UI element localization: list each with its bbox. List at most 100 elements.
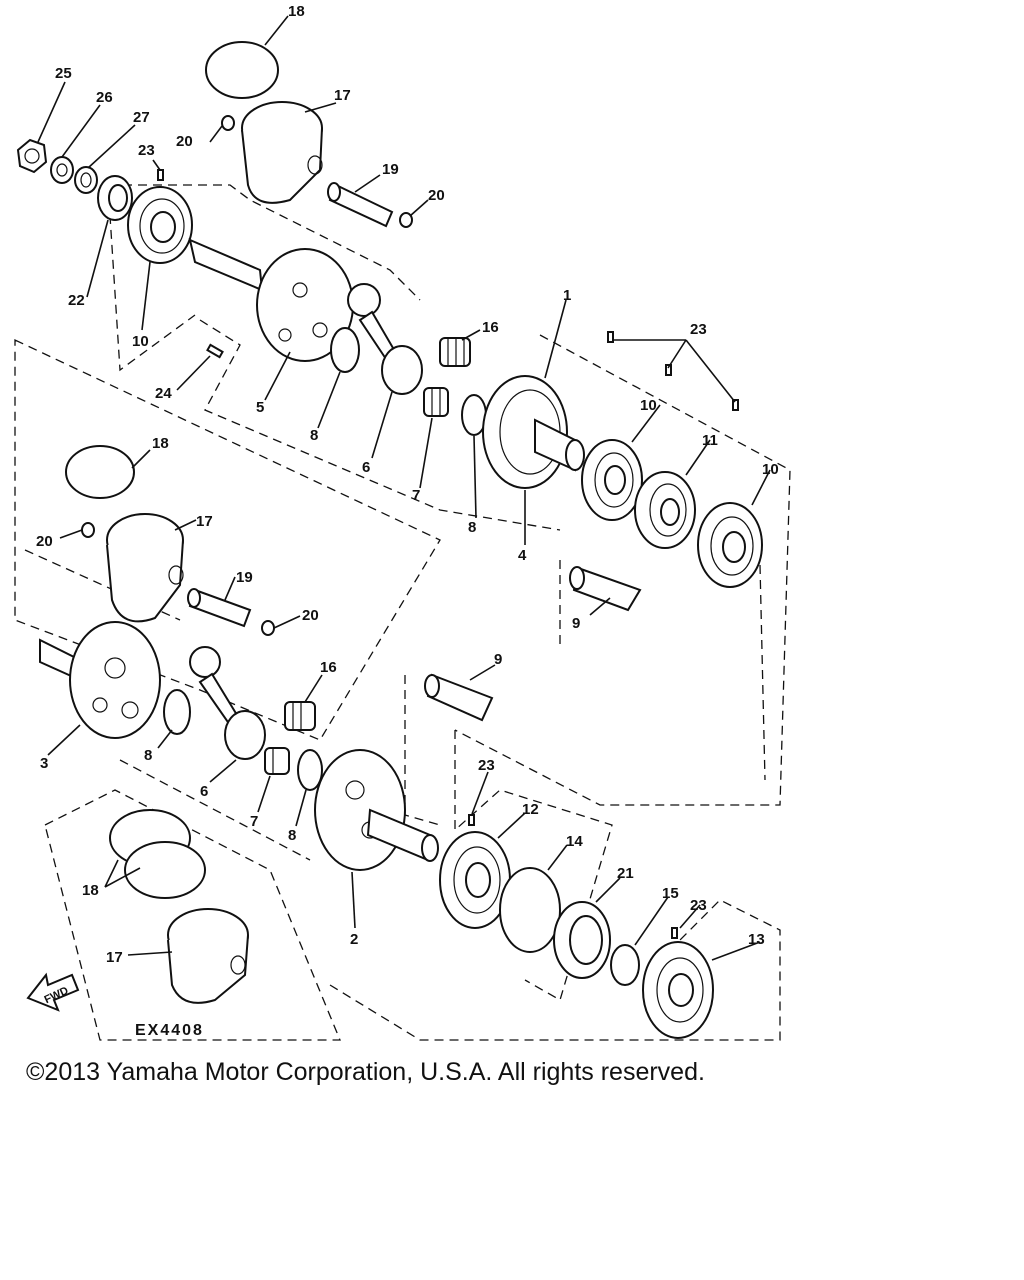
fwd-arrow-icon: FWD (26, 972, 80, 1012)
crank-web-5-icon (188, 238, 354, 362)
piston-ring-18-kit-b-icon (124, 841, 206, 899)
clip-20-c-icon (81, 522, 95, 538)
dowel-23-c-icon (732, 399, 739, 411)
exploded-parts-diagram: FWD (14, 3, 791, 1041)
callout-1: 1 (563, 287, 571, 304)
callout-8: 8 (288, 827, 296, 844)
bearing-10-right-icon (697, 502, 763, 588)
needle-bearing-16-top-icon (439, 337, 471, 367)
callout-6: 6 (200, 783, 208, 800)
callout-labels: 18 25 26 27 23 20 17 19 20 22 10 24 5 8 … (36, 3, 779, 1039)
callout-14: 14 (566, 833, 583, 850)
callout-25: 25 (55, 65, 72, 82)
callout-18: 18 (152, 435, 169, 452)
callout-2: 2 (350, 931, 358, 948)
callout-23: 23 (478, 757, 495, 774)
callout-15: 15 (662, 885, 679, 902)
washer-26-icon (50, 156, 74, 184)
circlip-15-icon (610, 944, 640, 986)
crank-pin-9-b-icon (424, 673, 494, 722)
callout-9: 9 (494, 651, 502, 668)
callout-17: 17 (106, 949, 123, 966)
needle-bearing-7-mid-icon (264, 747, 290, 775)
connecting-rod-6-top-icon (347, 283, 423, 395)
callout-7: 7 (250, 813, 258, 830)
callout-23: 23 (138, 142, 155, 159)
callout-20: 20 (302, 607, 319, 624)
callout-3: 3 (40, 755, 48, 772)
callout-10: 10 (762, 461, 779, 478)
callout-23: 23 (690, 897, 707, 914)
dowel-23-d-icon (157, 169, 164, 181)
piston-17-top-icon (241, 101, 323, 204)
callout-22: 22 (68, 292, 85, 309)
needle-bearing-7-top-icon (423, 387, 449, 417)
callout-27: 27 (133, 109, 150, 126)
callout-18: 18 (82, 882, 99, 899)
piston-ring-18-top-icon (205, 41, 279, 99)
callout-19: 19 (236, 569, 253, 586)
crank-pin-9-a-icon (569, 566, 642, 612)
piston-17-kit-icon (167, 908, 249, 1004)
callout-21: 21 (617, 865, 634, 882)
oil-seal-21-icon (553, 901, 611, 979)
connecting-rod-6-mid-icon (189, 646, 266, 760)
callout-20: 20 (176, 133, 193, 150)
group-outlines (14, 184, 791, 1041)
dowel-23-f-icon (671, 927, 678, 939)
labyrinth-seal-11-icon (634, 471, 696, 549)
circlip-14-icon (499, 867, 561, 953)
crank-web-2-icon (314, 749, 439, 871)
callout-20: 20 (428, 187, 445, 204)
callout-13: 13 (748, 931, 765, 948)
bearing-13-icon (642, 941, 714, 1039)
piston-pin-19-top-icon (327, 182, 394, 228)
callout-17: 17 (334, 87, 351, 104)
callout-11: 11 (702, 432, 718, 449)
piston-ring-18-mid-icon (65, 445, 135, 499)
callout-19: 19 (382, 161, 399, 178)
callout-8: 8 (144, 747, 152, 764)
callout-12: 12 (522, 801, 539, 818)
callout-6: 6 (362, 459, 370, 476)
washer-8-c-icon (163, 689, 191, 735)
callout-16: 16 (320, 659, 337, 676)
callout-16: 16 (482, 319, 499, 336)
oil-seal-22-icon (97, 175, 133, 221)
callout-18: 18 (288, 3, 305, 20)
callout-4: 4 (518, 547, 527, 564)
callout-10: 10 (640, 397, 657, 414)
callout-17: 17 (196, 513, 213, 530)
callout-24: 24 (155, 385, 172, 402)
callout-7: 7 (412, 487, 420, 504)
piston-17-mid-icon (106, 513, 184, 623)
callout-23: 23 (690, 321, 707, 338)
callout-5: 5 (256, 399, 264, 416)
clip-20-a-icon (221, 115, 235, 131)
spacer-27-icon (74, 166, 98, 194)
crank-web-4-icon (482, 375, 585, 489)
nut-25-icon (16, 138, 48, 174)
upper-crank-assembly (16, 41, 763, 612)
needle-bearing-16-mid-icon (284, 701, 316, 731)
callout-9: 9 (572, 615, 580, 632)
dowel-23-e-icon (468, 814, 475, 826)
callout-8: 8 (468, 519, 476, 536)
leader-lines (37, 15, 771, 961)
clip-20-d-icon (261, 620, 275, 636)
washer-8-d-icon (297, 749, 323, 791)
lower-crank-assembly: FWD (26, 445, 714, 1039)
dowel-23-b-icon (665, 364, 672, 376)
copyright-notice: ©2013 Yamaha Motor Corporation, U.S.A. A… (26, 1058, 705, 1086)
callout-10: 10 (132, 333, 149, 350)
crank-web-3-icon (39, 621, 161, 739)
bearing-10-left-icon (127, 186, 193, 264)
callout-8: 8 (310, 427, 318, 444)
callout-26: 26 (96, 89, 113, 106)
drawing-code: EX4408 (135, 1022, 204, 1039)
piston-pin-19-mid-icon (187, 588, 252, 628)
key-24-icon (206, 343, 224, 359)
dowel-23-a-icon (607, 331, 614, 343)
clip-20-b-icon (399, 212, 413, 228)
callout-20: 20 (36, 533, 53, 550)
